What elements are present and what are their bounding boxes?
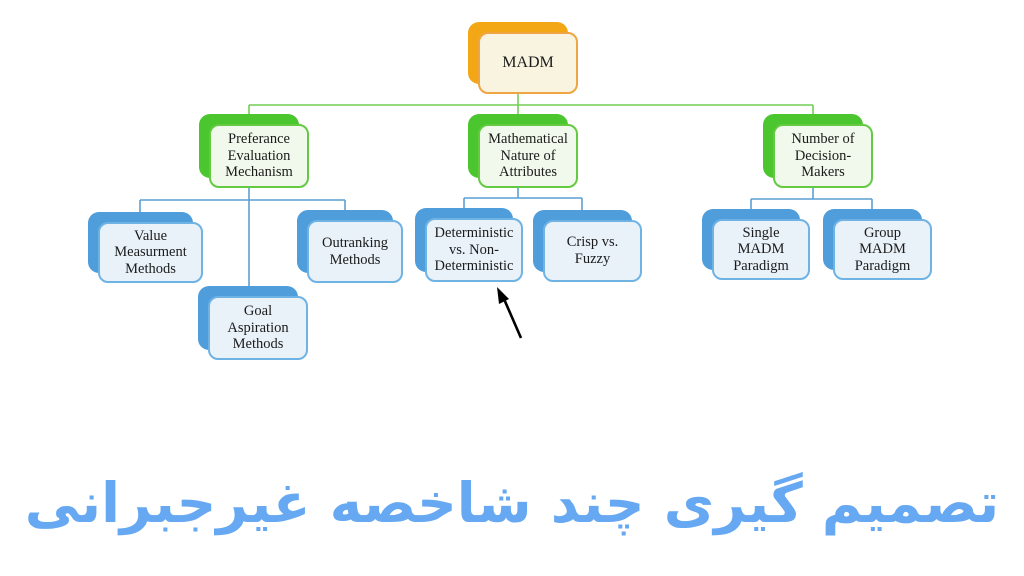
node-value-measurment-methods: Value Measurment Methods (88, 212, 203, 283)
node-value-label: Value Measurment Methods (114, 227, 187, 277)
node-preference-evaluation-mechanism: Preferance Evaluation Mechanism (199, 114, 309, 188)
node-madm-label: MADM (502, 53, 554, 71)
node-group-madm-paradigm: Group MADM Paradigm (823, 209, 932, 280)
node-group-label: Group MADM Paradigm (854, 224, 911, 274)
caption-persian-title: تصمیم گیری چند شاخصه غیرجبرانی (24, 471, 1000, 535)
node-goal-aspiration-methods: Goal Aspiration Methods (198, 286, 308, 360)
annotation-arrow (497, 287, 523, 339)
node-makers-label: Number of Decision- Makers (791, 131, 855, 181)
node-preference-label: Preferance Evaluation Mechanism (225, 131, 293, 181)
node-deterministic-label: Deterministic vs. Non- Deterministic (434, 225, 514, 275)
node-crisp-vs-fuzzy: Crisp vs. Fuzzy (533, 210, 642, 282)
node-madm: MADM (468, 22, 578, 94)
node-deterministic-vs-non-deterministic: Deterministic vs. Non- Deterministic (415, 208, 523, 282)
node-goal-label: Goal Aspiration Methods (227, 303, 289, 353)
node-number-of-decision-makers: Number of Decision- Makers (763, 114, 873, 188)
node-single-madm-paradigm: Single MADM Paradigm (702, 209, 810, 280)
node-math-label: Mathematical Nature of Attributes (488, 131, 568, 181)
connector-math-children (463, 188, 583, 210)
node-single-label: Single MADM Paradigm (733, 224, 789, 274)
connector-makers-children (750, 188, 873, 209)
connector-preference-children (139, 188, 346, 286)
node-crisp-label: Crisp vs. Fuzzy (566, 234, 619, 267)
node-mathematical-nature-of-attributes: Mathematical Nature of Attributes (468, 114, 578, 188)
node-outranking-methods: Outranking Methods (297, 210, 403, 283)
connector-root-to-level2 (248, 94, 814, 114)
node-outranking-label: Outranking Methods (321, 234, 389, 268)
